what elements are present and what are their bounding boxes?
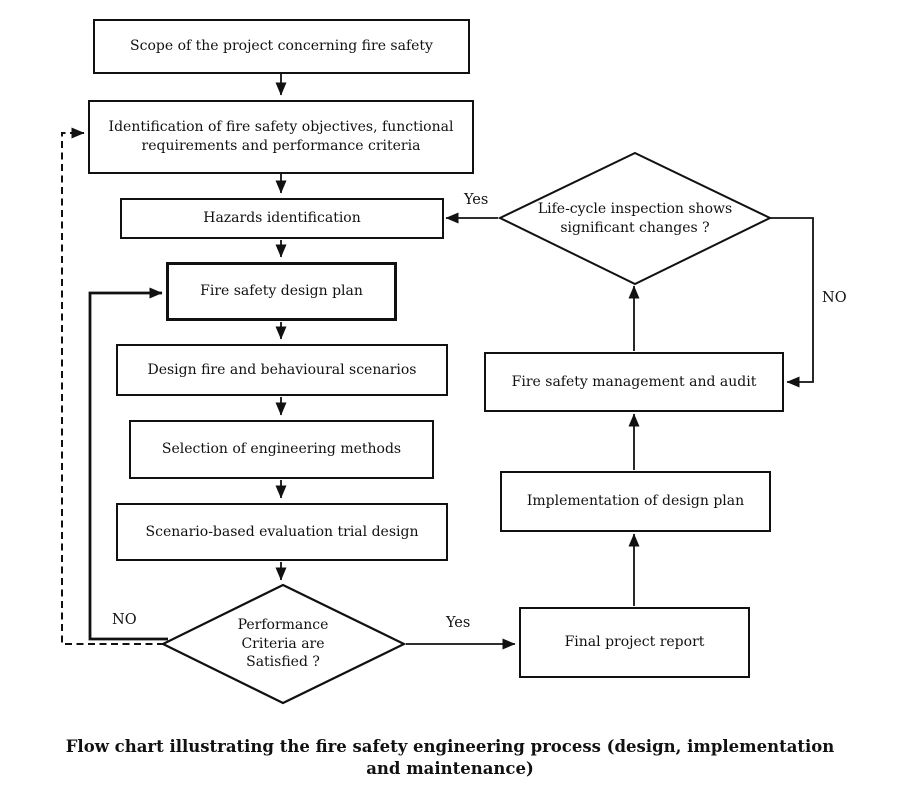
edge-performance-no-to-identification-dashed	[61, 127, 164, 645]
lifecycle-decision-label: Life-cycle inspection shows significant …	[537, 201, 733, 236]
node-selection-engineering-methods: Selection of engineering methods	[129, 420, 434, 479]
node-scenario-evaluation: Scenario-based evaluation trial design	[116, 503, 448, 561]
node-management-audit: Fire safety management and audit	[484, 352, 784, 412]
edge-lifecycle-no-to-management	[770, 217, 814, 388]
edge-label-lifecycle-no: NO	[822, 290, 847, 306]
figure-caption-text: Flow chart illustrating the fire safety …	[65, 737, 835, 779]
node-identification: Identification of fire safety objectives…	[88, 100, 474, 174]
node-design-fire-scenarios: Design fire and behavioural scenarios	[116, 344, 448, 396]
node-scope: Scope of the project concerning fire saf…	[93, 19, 470, 74]
node-implementation: Implementation of design plan	[500, 471, 771, 532]
lifecycle-decision-shape	[497, 151, 773, 286]
performance-decision-label: Performance Criteria are Satisfied ?	[237, 616, 329, 671]
performance-decision-shape	[160, 583, 407, 705]
node-final-project-report: Final project report	[519, 607, 750, 678]
figure-caption: Flow chart illustrating the fire safety …	[0, 736, 900, 781]
edge-performance-no-to-design-plan	[88, 287, 168, 641]
edge-label-lifecycle-yes: Yes	[464, 192, 489, 208]
edge-label-performance-yes: Yes	[446, 615, 471, 631]
node-fire-safety-design-plan: Fire safety design plan	[166, 262, 397, 321]
edge-label-performance-no: NO	[112, 612, 137, 628]
node-hazards-identification: Hazards identification	[120, 198, 444, 239]
